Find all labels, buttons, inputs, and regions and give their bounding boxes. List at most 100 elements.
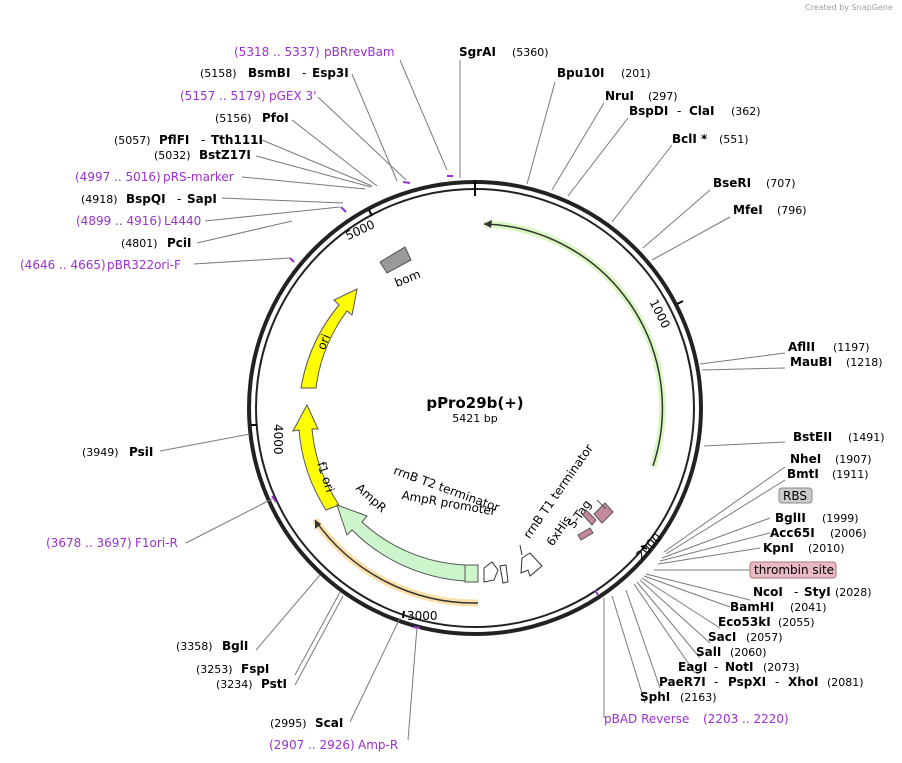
mfei-pos: (796)	[777, 204, 807, 217]
sapi-label: SapI	[187, 192, 217, 206]
pflfi-pos: (5057)	[114, 134, 151, 147]
ori-feature: ori	[300, 288, 358, 389]
nrui-label: NruI	[605, 89, 634, 103]
orf-arc-1-line	[483, 223, 664, 467]
psti-pos: (3234)	[216, 678, 253, 691]
bmti-label: BmtI	[787, 467, 819, 481]
sali-pos: (2060)	[730, 646, 767, 659]
ampr-label: AmpR	[353, 481, 389, 515]
leader-lines	[159, 59, 786, 741]
pgex-pos: (5157 .. 5179)	[180, 89, 266, 103]
sgrai-pos: (5360)	[512, 46, 549, 59]
bglii-pos: (1999)	[822, 512, 859, 525]
kpni-pos: (2010)	[808, 542, 845, 555]
paer7i-dash: -	[714, 675, 718, 689]
f1ori-feature: f1 ori	[292, 403, 340, 511]
paer7i-pos: (2081)	[827, 676, 864, 689]
bstz17i-label: BstZ17I	[199, 148, 251, 162]
orf-arc-1-head	[484, 220, 492, 228]
clai-label: ClaI	[689, 104, 714, 118]
primer-marks	[271, 175, 599, 629]
eco53ki-label: Eco53kI	[718, 615, 771, 629]
bgli-label: BglI	[222, 639, 248, 653]
plasmid-size: 5421 bp	[452, 412, 497, 425]
aflii-pos: (1197)	[833, 341, 870, 354]
kpni-label: KpnI	[763, 541, 794, 555]
plasmid-name: pPro29b(+)	[426, 394, 523, 412]
snapgene-logo: Created by SnapGene	[805, 3, 893, 12]
pbad-pos: (2203 .. 2220)	[703, 712, 789, 726]
sgrai-label: SgrAI	[459, 45, 496, 59]
aflii-label: AflII	[788, 340, 815, 354]
noti-label: NotI	[725, 660, 754, 674]
mfei-label: MfeI	[733, 203, 763, 217]
pbrrevbam-pos: (5318 .. 5337)	[234, 45, 320, 59]
bsmbi-dash: -	[302, 66, 306, 80]
pspxi-dash: -	[775, 675, 779, 689]
sphi-pos: (2163)	[680, 691, 717, 704]
pcii-label: PciI	[167, 236, 192, 250]
bspdi-dash: -	[677, 104, 681, 118]
bcli-pos: (551)	[719, 133, 749, 146]
bom-label: bom	[393, 267, 423, 290]
xhoi-label: XhoI	[788, 675, 819, 689]
bmti-pos: (1911)	[832, 468, 869, 481]
f1orir-label: F1ori-R	[135, 536, 178, 550]
pflfi-dash: -	[201, 133, 205, 147]
nhei-pos: (1907)	[835, 453, 872, 466]
bom-feature: bom	[379, 246, 423, 290]
acc65i-pos: (2006)	[830, 527, 867, 540]
ampr-primer-label: Amp-R	[358, 738, 398, 752]
scai-pos: (2995)	[270, 717, 307, 730]
tth111i-label: Tth111I	[211, 133, 263, 147]
nhei-label: NheI	[790, 452, 821, 466]
bstz17i-pos: (5032)	[154, 149, 191, 162]
ori-label: ori	[314, 332, 333, 352]
bpu10i-label: Bpu10I	[557, 66, 604, 80]
bglii-label: BglII	[775, 511, 806, 525]
maubi-pos: (1218)	[846, 356, 883, 369]
prs-label: pRS-marker	[163, 170, 234, 184]
paer7i-label: PaeR7I	[659, 675, 706, 689]
ncoi-label: NcoI	[753, 585, 783, 599]
bseri-label: BseRI	[713, 176, 751, 190]
prs-pos: (4997 .. 5016)	[75, 170, 161, 184]
tick-1000: 1000	[647, 297, 673, 331]
watermark-text: Created by SnapGene	[805, 3, 893, 12]
sali-label: SalI	[696, 645, 721, 659]
small-features	[577, 499, 614, 541]
bsteii-label: BstEII	[793, 430, 832, 444]
pbad-label: pBAD Reverse	[604, 712, 689, 726]
rbs-label: RBS	[783, 489, 807, 503]
bseri-pos: (707)	[766, 177, 796, 190]
pspxi-label: PspXI	[728, 675, 766, 689]
bamhi-label: BamHI	[730, 600, 774, 614]
eagi-dash: -	[714, 660, 718, 674]
bcli-label: BclI *	[672, 132, 708, 146]
scai-label: ScaI	[315, 716, 343, 730]
eagi-pos: (2073)	[763, 661, 800, 674]
bsteii-pos: (1491)	[848, 431, 885, 444]
thrombin-feature-label: thrombin site	[749, 561, 837, 579]
l4440-pos: (4899 .. 4916)	[76, 214, 162, 228]
acc65i-label: Acc65I	[770, 526, 815, 540]
pfoi-pos: (5156)	[215, 112, 252, 125]
psi-pos: (3949)	[82, 446, 119, 459]
pbr322-pos: (4646 .. 4665)	[20, 258, 106, 272]
bspqi-pos: (4918)	[81, 193, 118, 206]
terminator-symbols	[483, 544, 543, 584]
maubi-label: MauBI	[790, 355, 832, 369]
eagi-label: EagI	[678, 660, 707, 674]
pbr322-label: pBR322ori-F	[107, 258, 181, 272]
bspqi-label: BspQI	[126, 192, 166, 206]
esp3i-label: Esp3I	[312, 66, 349, 80]
bspdi-label: BspDI	[629, 104, 668, 118]
thrombin-label: thrombin site	[754, 563, 834, 577]
fspi-pos: (3253)	[196, 663, 233, 676]
f1orir-pos: (3678 .. 3697)	[46, 536, 132, 550]
bpu10i-pos: (201)	[621, 67, 651, 80]
bspqi-dash: -	[177, 192, 181, 206]
bgli-pos: (3358)	[176, 640, 213, 653]
fspi-label: FspI	[241, 662, 269, 676]
